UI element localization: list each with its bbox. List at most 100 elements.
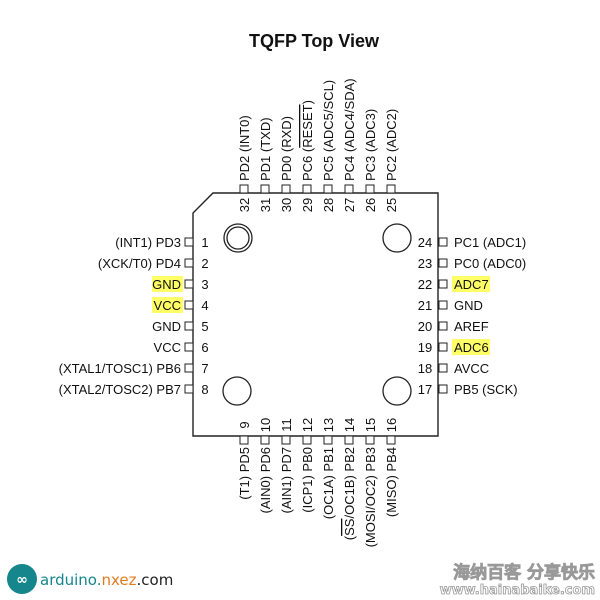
pin-number: 30 — [279, 198, 294, 212]
pin-label: (SS/OC1B) PB2 — [342, 447, 357, 540]
pin-pad — [184, 258, 194, 268]
pin-number: 9 — [237, 421, 252, 428]
pin-number: 32 — [237, 198, 252, 212]
watermark-line1: 海纳百客 分享快乐 — [453, 562, 595, 583]
pin-pad — [184, 363, 194, 373]
pin-number: 24 — [418, 235, 432, 250]
pin-pad — [302, 184, 312, 194]
pin-pad — [323, 184, 333, 194]
pin-number: 2 — [201, 256, 208, 271]
pin-number: 14 — [342, 418, 357, 432]
pin-number: 8 — [201, 382, 208, 397]
pin-label: (MOSI/OC2) PB3 — [363, 447, 378, 547]
pin-label: GND — [152, 277, 181, 292]
pin-pad — [239, 435, 249, 445]
pin-number: 19 — [418, 340, 432, 355]
pin-label: GND — [152, 319, 181, 334]
pin-pad — [438, 384, 448, 394]
pin-number: 10 — [258, 418, 273, 432]
diagram-title: TQFP Top View — [249, 31, 380, 51]
pin-pad — [386, 435, 396, 445]
pin-label: PC2 (ADC2) — [384, 109, 399, 181]
pin-pad — [184, 321, 194, 331]
pin-pad — [184, 300, 194, 310]
pin-label: PD1 (TXD) — [258, 117, 273, 181]
pin-label: VCC — [154, 340, 181, 355]
pin-pad — [438, 279, 448, 289]
logo-arduino-text: arduino. — [40, 571, 101, 589]
pin-pad — [344, 184, 354, 194]
pin-label: (XCK/T0) PD4 — [98, 256, 181, 271]
pin-label: (XTAL1/TOSC1) PB6 — [59, 361, 181, 376]
pin-label: (AIN0) PD6 — [258, 447, 273, 513]
pin-number: 15 — [363, 418, 378, 432]
pin-highlight — [452, 276, 490, 292]
pin-number: 11 — [279, 418, 294, 432]
pin-label: (ICP1) PB0 — [300, 447, 315, 513]
pin-pad — [438, 300, 448, 310]
corner-dot-bottom-left — [222, 376, 252, 406]
pin-number: 4 — [201, 298, 208, 313]
pin-label: PC6 (RESET) — [300, 100, 315, 181]
pin-number: 12 — [300, 418, 315, 432]
pin-label: PD0 (RXD) — [279, 116, 294, 181]
pin-number: 5 — [201, 319, 208, 334]
pin-highlight — [152, 297, 183, 313]
pin-label: PC5 (ADC5/SCL) — [321, 80, 336, 181]
pin-pad — [260, 435, 270, 445]
corner-dot-bottom-right — [382, 376, 412, 406]
pin-number: 23 — [418, 256, 432, 271]
pin-label: (T1) PD5 — [237, 447, 252, 500]
pin-label: AVCC — [454, 361, 489, 376]
pin-pad — [438, 342, 448, 352]
pin-pad — [438, 258, 448, 268]
pin-label: ADC7 — [454, 277, 489, 292]
pin-pad — [281, 435, 291, 445]
logo-nxez-text: nxez — [101, 571, 136, 589]
svg-text:∞: ∞ — [16, 572, 28, 588]
pin-pad — [281, 184, 291, 194]
pin-pad — [365, 184, 375, 194]
pin-highlight — [152, 276, 183, 292]
pin-number: 25 — [384, 198, 399, 212]
pin-label: VCC — [154, 298, 181, 313]
logo-com-text: .com — [137, 571, 174, 589]
pin-number: 26 — [363, 198, 378, 212]
pin-label: (XTAL2/TOSC2) PB7 — [59, 382, 181, 397]
pin-pad — [184, 342, 194, 352]
pin-number: 28 — [321, 198, 336, 212]
pin-label: GND — [454, 298, 483, 313]
pin-label: (INT1) PD3 — [115, 235, 181, 250]
pin-pad — [438, 363, 448, 373]
pin-label: ADC6 — [454, 340, 489, 355]
pin-number: 31 — [258, 198, 273, 212]
chip-body — [192, 192, 439, 437]
pin-number: 29 — [300, 198, 315, 212]
pin-label: PC0 (ADC0) — [454, 256, 526, 271]
pin-number: 3 — [201, 277, 208, 292]
pin-label: (AIN1) PD7 — [279, 447, 294, 513]
pin-number: 27 — [342, 198, 357, 212]
pin1-marker-inner — [226, 226, 250, 250]
infinity-logo-icon — [7, 564, 37, 594]
pin-pad — [260, 184, 270, 194]
pin-number: 7 — [201, 361, 208, 376]
pin-label: PC3 (ADC3) — [363, 109, 378, 181]
hainabaike-watermark: 海纳百客 分享快乐 www.hainabaike.com — [439, 562, 595, 599]
pin-number: 20 — [418, 319, 432, 334]
pin-number: 18 — [418, 361, 432, 376]
pin-pad — [323, 435, 333, 445]
pin-highlight — [452, 339, 490, 355]
pin-label: PB5 (SCK) — [454, 382, 518, 397]
watermark-line2: www.hainabaike.com — [440, 583, 595, 598]
pin-label: PC1 (ADC1) — [454, 235, 526, 250]
pin-pad — [438, 321, 448, 331]
pin-number: 1 — [201, 235, 208, 250]
pin-pad — [239, 184, 249, 194]
pin-pad — [438, 237, 448, 247]
pin-pad — [344, 435, 354, 445]
pin-label: (OC1A) PB1 — [321, 447, 336, 519]
svg-text:arduino.nxez.com: arduino.nxez.com — [40, 571, 173, 589]
pin-label: PD2 (INT0) — [237, 115, 252, 181]
